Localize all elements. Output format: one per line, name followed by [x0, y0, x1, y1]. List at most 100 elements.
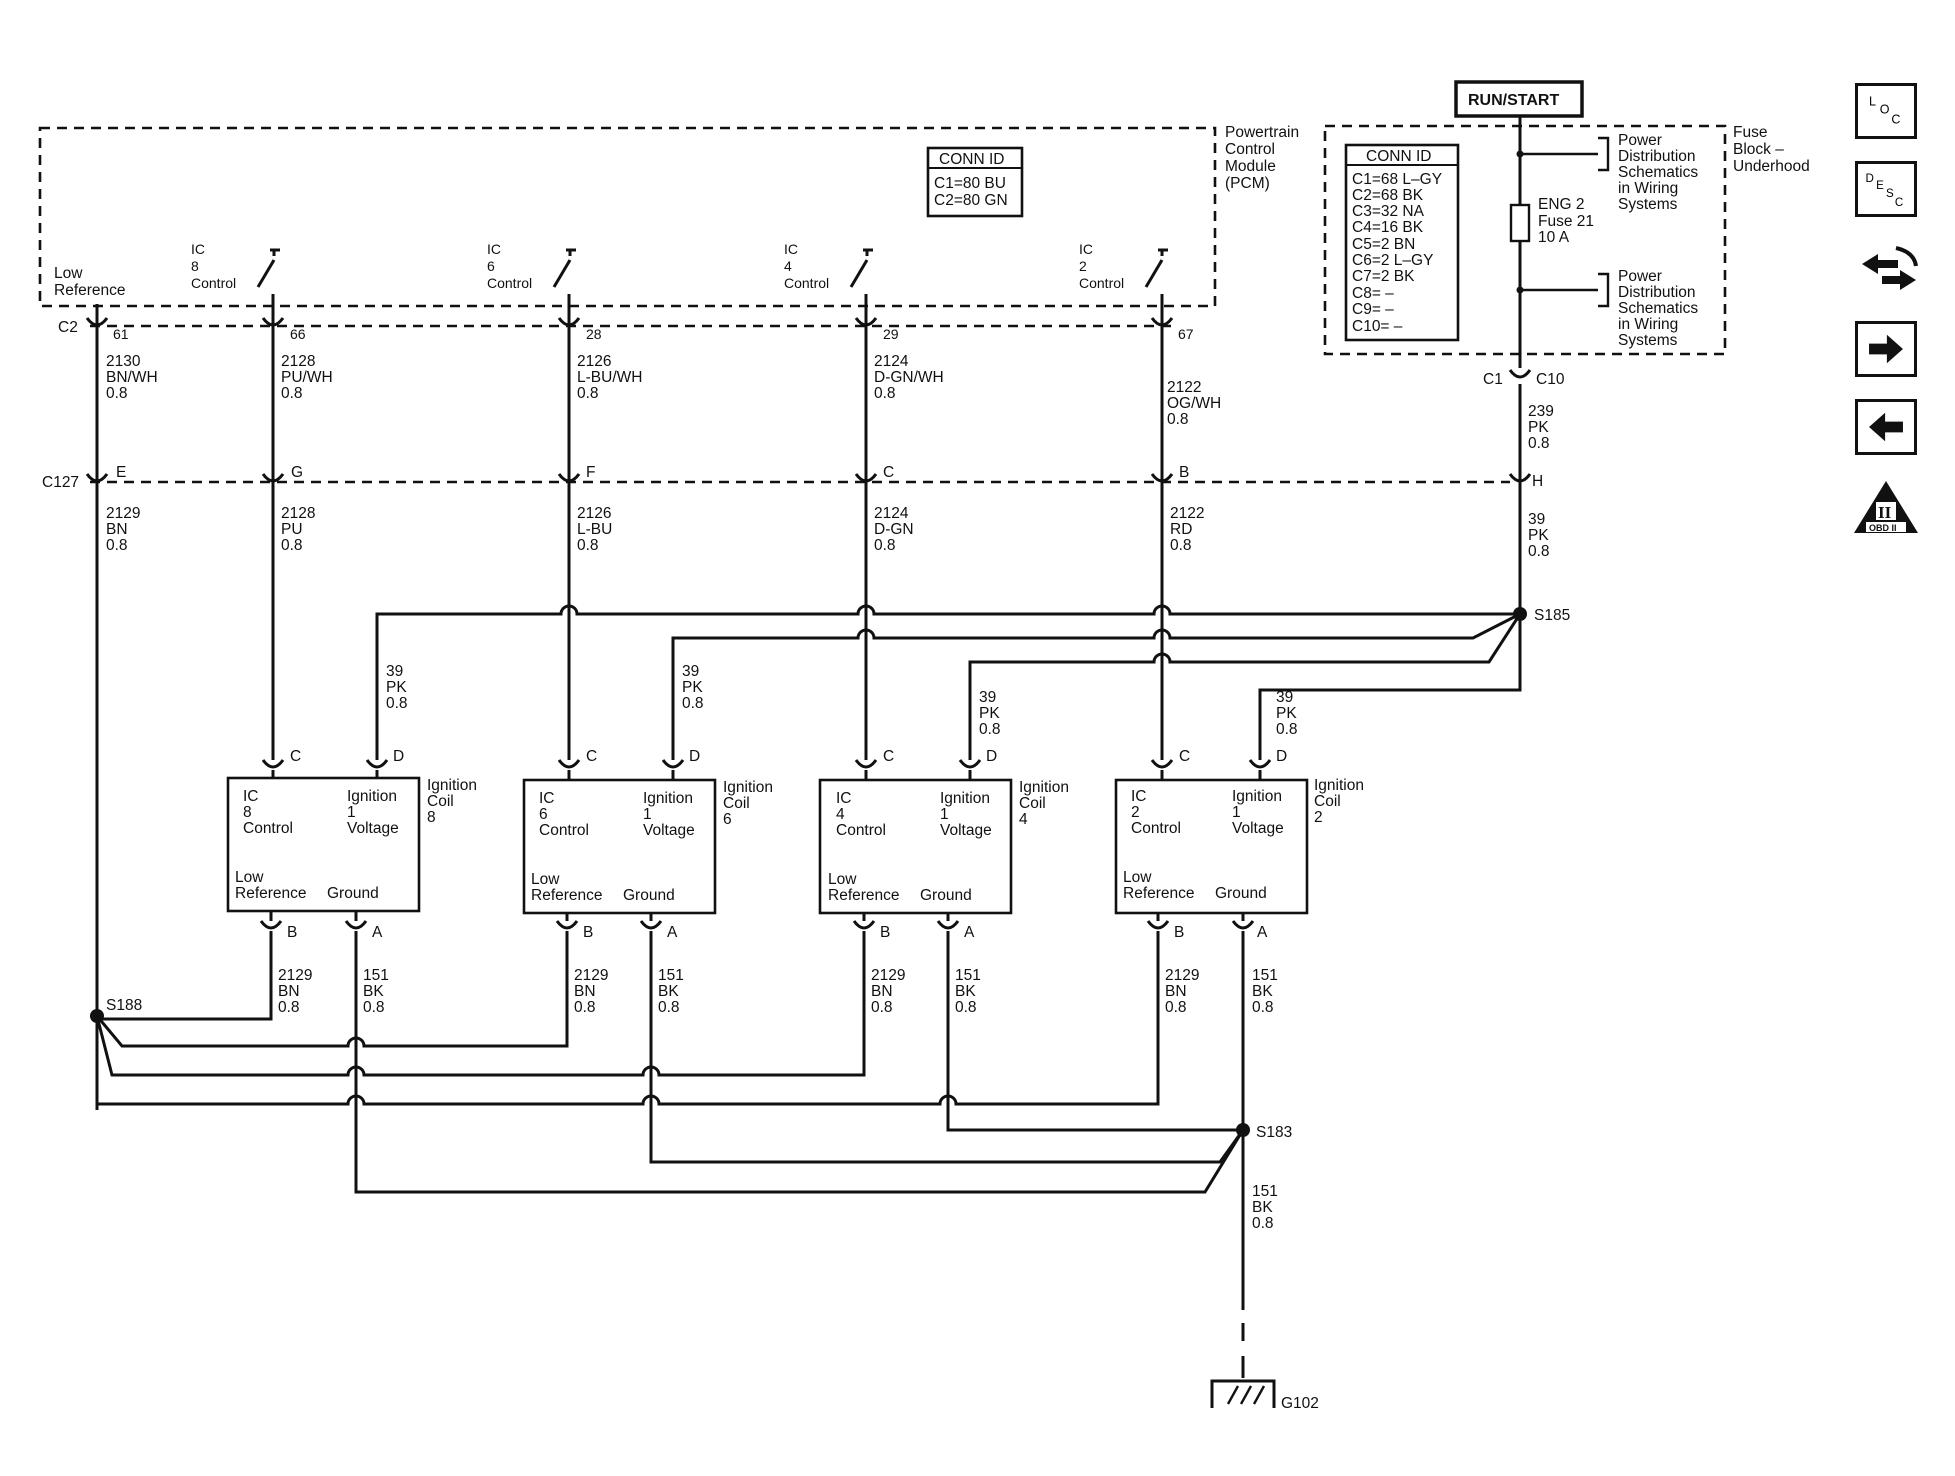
svg-text:D: D	[1865, 172, 1873, 185]
svg-text:C10= –: C10= –	[1352, 318, 1403, 335]
fuse-c10-label: C10	[1536, 371, 1565, 388]
fuse-c1-label: C1	[1483, 371, 1503, 388]
c127-pin-f: F	[586, 464, 595, 481]
svg-text:0.8: 0.8	[577, 537, 599, 554]
svg-text:Ground: Ground	[623, 887, 675, 904]
svg-text:A: A	[372, 924, 383, 941]
svg-text:PK: PK	[1276, 705, 1297, 722]
power-distribution-link-bottom[interactable]: Power Distribution Schematics in Wiring …	[1618, 268, 1698, 349]
svg-text:C7=2 BK: C7=2 BK	[1352, 268, 1415, 285]
svg-text:0.8: 0.8	[363, 999, 385, 1016]
splice-s188-label: S188	[106, 997, 142, 1014]
feed-wire-coil8-label: 39 PK 0.8	[386, 663, 408, 712]
svg-text:BK: BK	[658, 983, 679, 1000]
connector-icon[interactable]	[1858, 240, 1920, 300]
wire-2128-pu-label: 2128 PU 0.8	[281, 505, 315, 554]
svg-text:2124: 2124	[874, 505, 909, 522]
svg-text:2129: 2129	[871, 967, 905, 984]
svg-text:Control: Control	[243, 820, 293, 837]
svg-text:2128: 2128	[281, 505, 315, 522]
svg-text:C: C	[1895, 196, 1903, 209]
svg-text:2126: 2126	[577, 353, 611, 370]
svg-text:4: 4	[1019, 811, 1028, 828]
pcm-ic4-control: IC 4 Control	[784, 241, 873, 291]
svg-text:Ground: Ground	[920, 887, 972, 904]
svg-text:0.8: 0.8	[1276, 721, 1298, 738]
svg-text:Ground: Ground	[1215, 885, 1267, 902]
svg-text:Low: Low	[1123, 869, 1152, 886]
desc-icon[interactable]: D E S C	[1855, 161, 1917, 217]
coil6-gnd-wire-label: 151 BK 0.8	[658, 967, 684, 1016]
feed-line-coil6	[671, 612, 1521, 760]
svg-text:0.8: 0.8	[955, 999, 977, 1016]
loc-icon[interactable]: L O C	[1855, 83, 1917, 139]
svg-text:2: 2	[1314, 809, 1323, 826]
feed-wire-coil2-label: 39 PK 0.8	[1276, 689, 1298, 738]
svg-text:Schematics: Schematics	[1618, 164, 1698, 181]
pcm-module-box	[38, 126, 1217, 308]
svg-text:0.8: 0.8	[874, 537, 896, 554]
svg-text:Voltage: Voltage	[643, 822, 695, 839]
pcm-title-line4: (PCM)	[1225, 175, 1270, 192]
wire-239-pk-label: 239 PK 0.8	[1528, 403, 1554, 452]
svg-text:0.8: 0.8	[1170, 537, 1192, 554]
svg-text:IC: IC	[487, 241, 501, 257]
svg-text:Power: Power	[1618, 132, 1662, 149]
svg-text:PK: PK	[979, 705, 1000, 722]
wire-2130-label: 2130 BN/WH 0.8	[106, 353, 158, 402]
svg-text:0.8: 0.8	[106, 385, 128, 402]
svg-text:PK: PK	[1528, 527, 1549, 544]
svg-text:0.8: 0.8	[658, 999, 680, 1016]
svg-text:OBD II: OBD II	[1869, 523, 1897, 533]
c127-pin-b: B	[1179, 464, 1189, 481]
wire-2122-rd-label: 2122 RD 0.8	[1170, 505, 1204, 554]
splice-s183-label: S183	[1256, 1124, 1292, 1141]
svg-text:Ignition: Ignition	[1232, 788, 1282, 805]
svg-text:0.8: 0.8	[1252, 999, 1274, 1016]
svg-text:4: 4	[784, 258, 792, 274]
svg-text:0.8: 0.8	[1165, 999, 1187, 1016]
svg-text:B: B	[287, 924, 297, 941]
svg-text:151: 151	[658, 967, 684, 984]
svg-text:A: A	[667, 924, 678, 941]
svg-text:C: C	[290, 748, 301, 765]
svg-text:IC: IC	[784, 241, 798, 257]
ground-g102-icon	[1210, 1379, 1276, 1408]
svg-text:Coil: Coil	[427, 793, 454, 810]
arrow-right-icon[interactable]	[1855, 321, 1917, 377]
svg-text:Control: Control	[784, 275, 829, 291]
svg-text:L: L	[1869, 95, 1876, 109]
svg-text:39: 39	[1528, 511, 1545, 528]
svg-text:C: C	[586, 748, 597, 765]
svg-text:O: O	[1880, 103, 1890, 117]
svg-text:0.8: 0.8	[979, 721, 1001, 738]
svg-text:Coil: Coil	[1019, 795, 1046, 812]
svg-text:C2=68 BK: C2=68 BK	[1352, 187, 1424, 204]
svg-text:C1=68 L–GY: C1=68 L–GY	[1352, 171, 1442, 188]
svg-text:39: 39	[386, 663, 403, 680]
wire-2130-2129-path	[85, 304, 109, 1110]
svg-text:ENG 2: ENG 2	[1538, 196, 1585, 213]
svg-text:0.8: 0.8	[1528, 435, 1550, 452]
svg-text:2130: 2130	[106, 353, 141, 370]
arrow-left-icon[interactable]	[1855, 399, 1917, 455]
svg-text:2122: 2122	[1170, 505, 1204, 522]
svg-text:BK: BK	[363, 983, 384, 1000]
svg-text:BN: BN	[574, 983, 596, 1000]
ground-g102-label: G102	[1281, 1395, 1319, 1412]
c2-connector-label: C2	[58, 319, 78, 336]
pcm-conn-id-table: CONN ID C1=80 BU C2=80 GN	[926, 146, 1024, 218]
svg-text:B: B	[583, 924, 593, 941]
obd-icon[interactable]: II OBD II	[1852, 478, 1920, 536]
coil4-ref-wire-label: 2129 BN 0.8	[871, 967, 905, 1016]
power-distribution-link-top[interactable]: Power Distribution Schematics in Wiring …	[1618, 132, 1698, 213]
svg-text:2: 2	[1079, 258, 1087, 274]
svg-text:Systems: Systems	[1618, 332, 1678, 349]
svg-text:L-BU/WH: L-BU/WH	[577, 369, 642, 386]
run-start-box	[1454, 80, 1584, 118]
svg-text:Reference: Reference	[828, 887, 900, 904]
svg-text:Ignition: Ignition	[427, 777, 477, 794]
low-ref-return-wires	[95, 931, 1160, 1106]
svg-text:8: 8	[191, 258, 199, 274]
